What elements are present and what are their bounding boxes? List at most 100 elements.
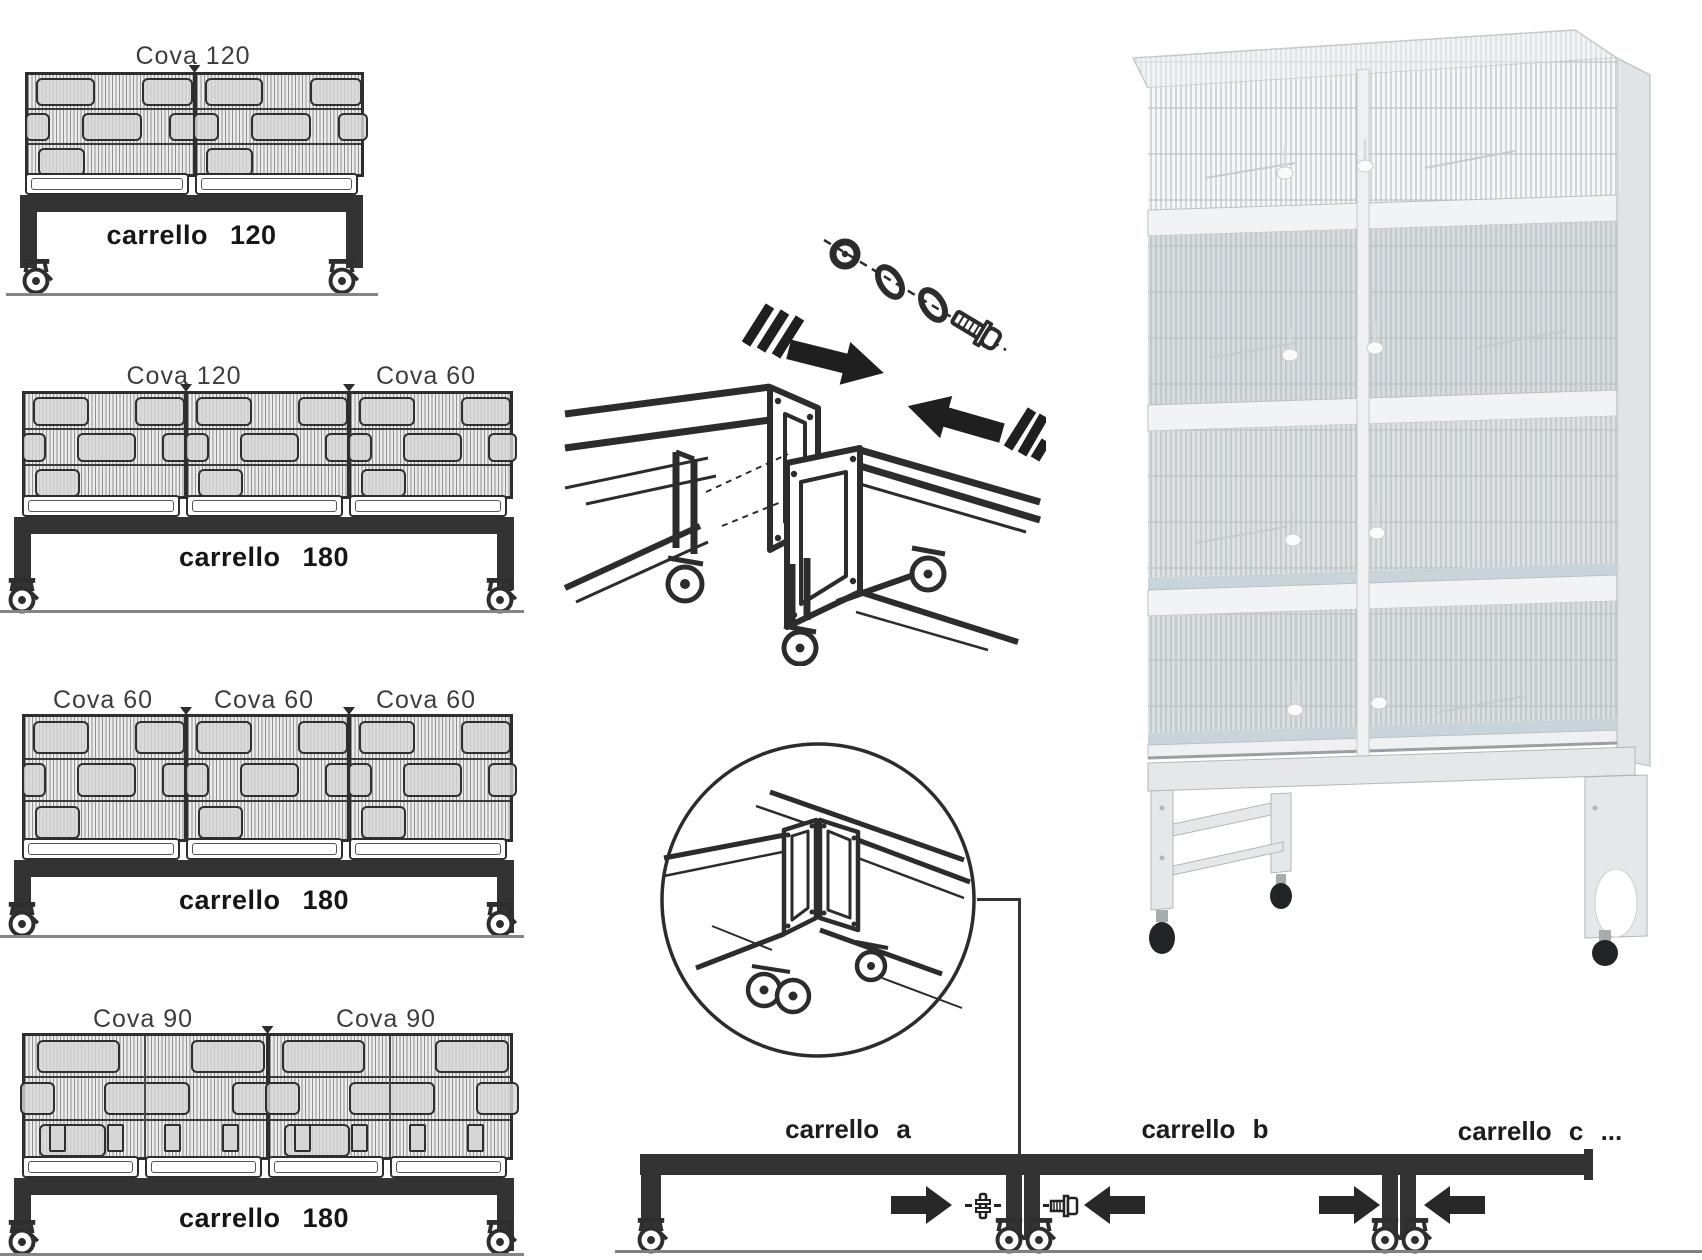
linked-carts-diagram: carrello a carrello b carrello c ... bbox=[615, 1108, 1702, 1260]
cova-label: Cova 60 bbox=[375, 686, 477, 714]
cage-door bbox=[403, 763, 462, 797]
diagram-2x-cova90-carrello180: Cova 90 Cova 90 carrello 180 bbox=[0, 1002, 524, 1260]
feeder-cups bbox=[1276, 139, 1388, 717]
cage-floor bbox=[1148, 563, 1617, 590]
cart-bar-endcap bbox=[1584, 1149, 1593, 1180]
cova-label: Cova 90 bbox=[335, 1005, 437, 1033]
carrello-label: carrello 180 bbox=[178, 542, 350, 572]
caster-icon bbox=[484, 1220, 518, 1256]
cage-door bbox=[21, 763, 47, 797]
cage-door bbox=[476, 1081, 519, 1115]
cage-band bbox=[188, 463, 347, 500]
cage-band bbox=[270, 1036, 511, 1076]
cage-section bbox=[184, 394, 355, 498]
cage-door bbox=[195, 720, 253, 754]
caster-wheel bbox=[1270, 883, 1292, 909]
tray bbox=[194, 173, 358, 195]
cage-door bbox=[204, 77, 263, 106]
caster-icon bbox=[20, 259, 54, 295]
cage-band bbox=[197, 75, 362, 108]
cage-door bbox=[460, 397, 511, 426]
cart-leg bbox=[20, 211, 37, 268]
cage-band bbox=[193, 107, 369, 143]
tray-row bbox=[22, 495, 508, 517]
caster-wheel bbox=[1592, 940, 1618, 966]
feeder-icon bbox=[408, 1123, 426, 1153]
cage-band bbox=[21, 427, 192, 464]
cova-label: Cova 60 bbox=[213, 686, 315, 714]
cage-door bbox=[34, 469, 80, 498]
cage-door bbox=[193, 112, 219, 141]
cage-section bbox=[184, 717, 355, 840]
cage-door bbox=[104, 1081, 191, 1115]
cart-frame-right bbox=[781, 445, 1042, 666]
cage-band bbox=[188, 717, 348, 758]
bolt-icon bbox=[950, 309, 1003, 351]
cova-label: Cova 90 bbox=[92, 1005, 194, 1033]
diagram-cova120-cova60-carrello180: Cova 120 Cova 60 carrello 180 bbox=[0, 362, 524, 616]
cage-door bbox=[24, 112, 51, 141]
stand-leg bbox=[1150, 789, 1174, 911]
carrello-c-label: carrello c ... bbox=[1457, 1116, 1623, 1146]
cage-door bbox=[358, 720, 416, 754]
cage-door bbox=[197, 469, 243, 498]
cage-door bbox=[297, 720, 348, 754]
cage-door bbox=[37, 147, 85, 176]
cage-door bbox=[21, 433, 47, 462]
cage-door bbox=[337, 112, 369, 141]
cage-section bbox=[347, 717, 518, 840]
carrello-label: carrello 120 bbox=[106, 220, 277, 250]
cage-door bbox=[250, 112, 311, 141]
cage-band bbox=[25, 1036, 266, 1076]
bolt-side-icon bbox=[1043, 1194, 1079, 1218]
cage-door bbox=[281, 1039, 365, 1073]
cage-door bbox=[460, 720, 511, 754]
tray-row bbox=[22, 838, 508, 860]
cart-leg bbox=[346, 211, 363, 268]
cage-door bbox=[348, 1081, 435, 1115]
cage-door bbox=[37, 1039, 121, 1073]
cage-section bbox=[264, 1036, 519, 1158]
cage-drawing bbox=[24, 72, 369, 177]
cage-door bbox=[360, 805, 406, 840]
detail-callout-line bbox=[977, 898, 1020, 901]
cage-band bbox=[188, 800, 347, 843]
ground-line bbox=[615, 1250, 1702, 1253]
tray bbox=[185, 838, 344, 860]
diagram-cova120-carrello120: Cova 120 carrello 120 bbox=[6, 42, 378, 300]
cage-door bbox=[77, 433, 136, 462]
tray bbox=[349, 495, 508, 517]
washer-icon bbox=[874, 264, 906, 300]
product-photo bbox=[1131, 29, 1651, 966]
cage-door bbox=[195, 397, 253, 426]
cage-band bbox=[347, 427, 518, 464]
carrello-a-label: carrello a bbox=[785, 1114, 911, 1144]
cage-door bbox=[206, 147, 254, 176]
cage-tower bbox=[1131, 29, 1651, 767]
cage-drawing bbox=[21, 714, 518, 842]
feeder-icon bbox=[293, 1123, 311, 1153]
cage-door bbox=[358, 397, 416, 426]
cart-bar bbox=[14, 1178, 514, 1195]
cage-section bbox=[21, 394, 192, 498]
cage-drawing bbox=[21, 391, 518, 499]
cage-mid-divider bbox=[144, 1036, 147, 1157]
cart-leg bbox=[497, 533, 514, 590]
cart-bar bbox=[20, 195, 363, 212]
fastener-hardware bbox=[823, 238, 1007, 352]
cart-leg bbox=[641, 1174, 661, 1240]
cage-door bbox=[347, 763, 373, 797]
cage-door bbox=[310, 77, 362, 106]
column-divider bbox=[1356, 68, 1370, 759]
cart-frame-left bbox=[563, 383, 821, 604]
cage-section bbox=[192, 75, 369, 176]
tray-row bbox=[25, 173, 358, 195]
cage-door bbox=[297, 397, 348, 426]
cage-section bbox=[347, 394, 518, 498]
cage-door bbox=[134, 720, 185, 754]
cage-band bbox=[188, 394, 348, 428]
cage-band bbox=[184, 757, 355, 801]
caster-icon bbox=[326, 259, 360, 295]
cage-band bbox=[351, 394, 511, 428]
